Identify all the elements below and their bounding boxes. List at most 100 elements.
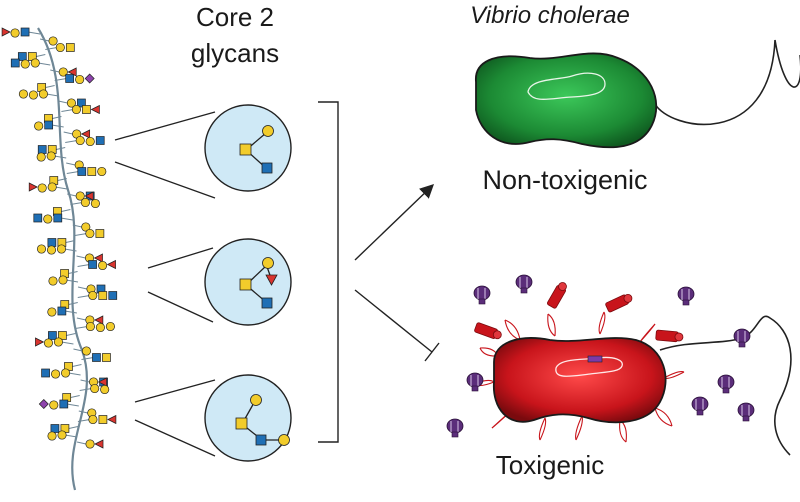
galactose-circle — [47, 431, 57, 441]
glcnac-square — [48, 331, 57, 340]
fucose-triangle — [94, 315, 104, 325]
glycan-linker — [61, 209, 71, 212]
glycan-linker — [58, 100, 68, 104]
galnac-square — [82, 105, 91, 114]
galnac-square — [102, 353, 111, 362]
galactose-circle — [48, 36, 58, 46]
glcnac-square — [41, 368, 50, 378]
glcnac-square — [47, 238, 57, 247]
tcp-unit — [677, 286, 695, 306]
core2-glycan-circle-1 — [204, 104, 292, 192]
glycan-linker — [60, 217, 73, 221]
glycan-linker — [38, 62, 51, 66]
glcnac-square — [65, 74, 75, 83]
tcp-unit — [691, 396, 709, 416]
glycan-linker — [61, 109, 74, 112]
glycan-linker — [52, 116, 62, 119]
galactose-circle — [47, 182, 57, 192]
glycan-linker — [57, 178, 67, 181]
galactose-circle — [18, 89, 28, 99]
fucose-triangle — [84, 191, 94, 201]
glycan-linker — [45, 47, 58, 50]
tcp-unit — [737, 402, 755, 422]
galactose-circle — [49, 400, 59, 410]
galactose-circle — [100, 384, 110, 395]
galactose-circle — [30, 58, 40, 68]
tcp-base — [696, 409, 704, 416]
tcp-base — [451, 431, 459, 438]
fucose-triangle — [106, 259, 116, 270]
glycan-linker — [55, 186, 68, 190]
glycan-linker — [74, 233, 87, 236]
glycan-linker — [81, 357, 94, 360]
pilus — [639, 323, 656, 343]
galactose-circle — [57, 430, 67, 440]
glycan-linker — [68, 426, 79, 429]
glycan-linker — [68, 271, 78, 274]
galactose-circle — [90, 383, 100, 394]
tcp-unit — [466, 372, 484, 392]
fucose-triangle — [97, 377, 107, 387]
galactose-circle — [61, 368, 71, 378]
fucose-triangle — [1, 27, 11, 37]
tcp-unit — [473, 285, 491, 305]
tcp-base — [471, 385, 479, 392]
glcnac-square — [53, 213, 63, 223]
glycan-linker — [78, 410, 88, 414]
pilus — [599, 311, 606, 335]
tcp-head — [466, 372, 484, 388]
tcp-base — [520, 287, 528, 294]
glcnac-square — [37, 145, 47, 154]
glycan-linker — [72, 224, 82, 228]
glycan-linker — [36, 54, 46, 57]
galactose-circle — [56, 244, 67, 254]
galactose-circle — [75, 191, 85, 201]
tcp-unit — [733, 328, 751, 348]
glycan-linker — [77, 264, 90, 267]
fucose-triangle — [28, 182, 38, 192]
tcp-unit — [515, 274, 533, 294]
zoom-lines — [114, 111, 216, 457]
cholera-toxin — [474, 322, 502, 340]
fucose-triangle — [67, 67, 77, 77]
galactose-circle — [85, 136, 95, 147]
glcnac-square — [59, 399, 69, 409]
glcnac-square — [108, 291, 118, 300]
tcp-head — [677, 286, 695, 302]
glycan-linker — [66, 333, 76, 336]
glycan-linker — [50, 69, 60, 73]
galactose-circle — [46, 245, 57, 255]
toxin-head — [558, 282, 567, 291]
galactose-circle — [66, 98, 76, 108]
glycan-linker — [68, 302, 78, 305]
tcp-base — [478, 298, 486, 305]
glcnac-square — [88, 260, 97, 269]
glycan-linker — [80, 379, 90, 383]
galactose-circle — [51, 369, 61, 379]
galactose-circle — [81, 222, 91, 232]
toxigenic-vibrio-cell — [473, 311, 792, 456]
glycan-linker — [65, 279, 79, 283]
core-title-line2: glycans — [190, 38, 280, 68]
fucose-triangle — [107, 414, 117, 425]
mucin-backbone — [37, 27, 88, 491]
tcp-head — [733, 328, 751, 344]
galnac-square — [95, 229, 105, 238]
toxin-head — [623, 293, 633, 303]
galnac-square — [98, 415, 108, 424]
galactose-circle — [98, 260, 108, 271]
fucose-triangle — [93, 253, 103, 263]
pilus — [547, 313, 556, 337]
glcnac-square — [44, 120, 54, 130]
galactose-circle — [36, 152, 46, 162]
galactose-circle — [250, 394, 262, 406]
galactose-circle — [38, 89, 48, 99]
tcp-unit — [446, 418, 464, 438]
glycan-linker — [77, 295, 90, 298]
glcnac-square — [261, 297, 273, 309]
glycan-linker — [75, 326, 88, 329]
toxin-head — [674, 332, 684, 342]
galactose-circle — [36, 244, 47, 254]
secreted-tcp — [446, 274, 755, 438]
galactose-circle — [47, 307, 57, 317]
